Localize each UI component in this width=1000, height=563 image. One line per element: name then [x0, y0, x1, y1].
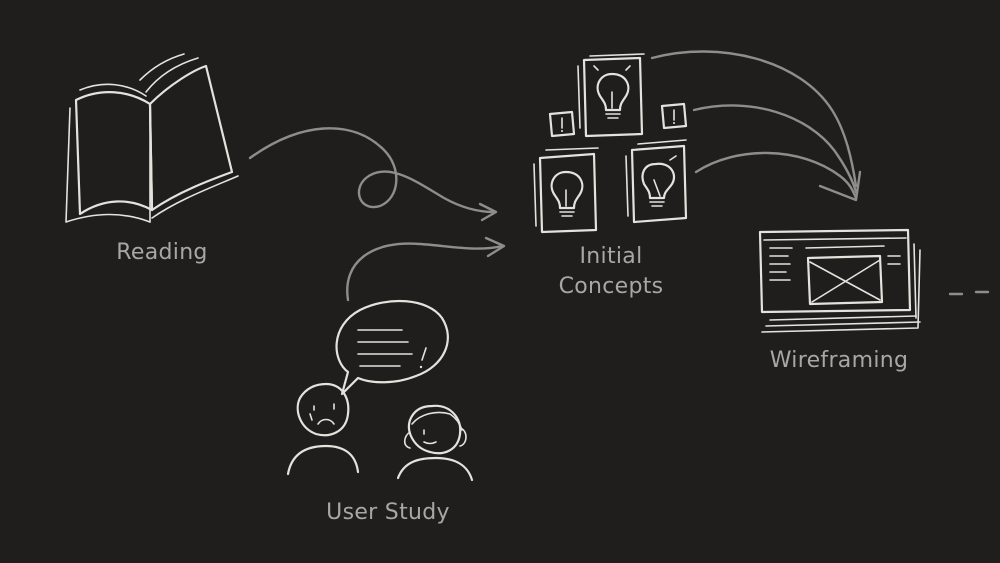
lightbulb-cards-icon	[533, 53, 688, 234]
continuation-dashes	[948, 290, 990, 296]
people-talking-icon	[286, 299, 474, 482]
node-label-user-study: User Study	[326, 500, 450, 525]
node-label-initial-concepts: Initial Concepts	[536, 242, 686, 302]
node-label-reading: Reading	[116, 240, 208, 265]
arrows-concepts-to-wireframing	[650, 50, 862, 202]
arrow-userstudy-to-concepts	[346, 236, 506, 302]
arrow-reading-to-concepts	[248, 127, 498, 222]
node-label-initial-concepts-line1: Initial	[579, 244, 643, 269]
node-label-initial-concepts-line2: Concepts	[558, 274, 664, 299]
wireframe-screens-icon	[758, 228, 921, 333]
node-label-wireframing: Wireframing	[769, 348, 909, 373]
book-icon	[65, 53, 239, 223]
